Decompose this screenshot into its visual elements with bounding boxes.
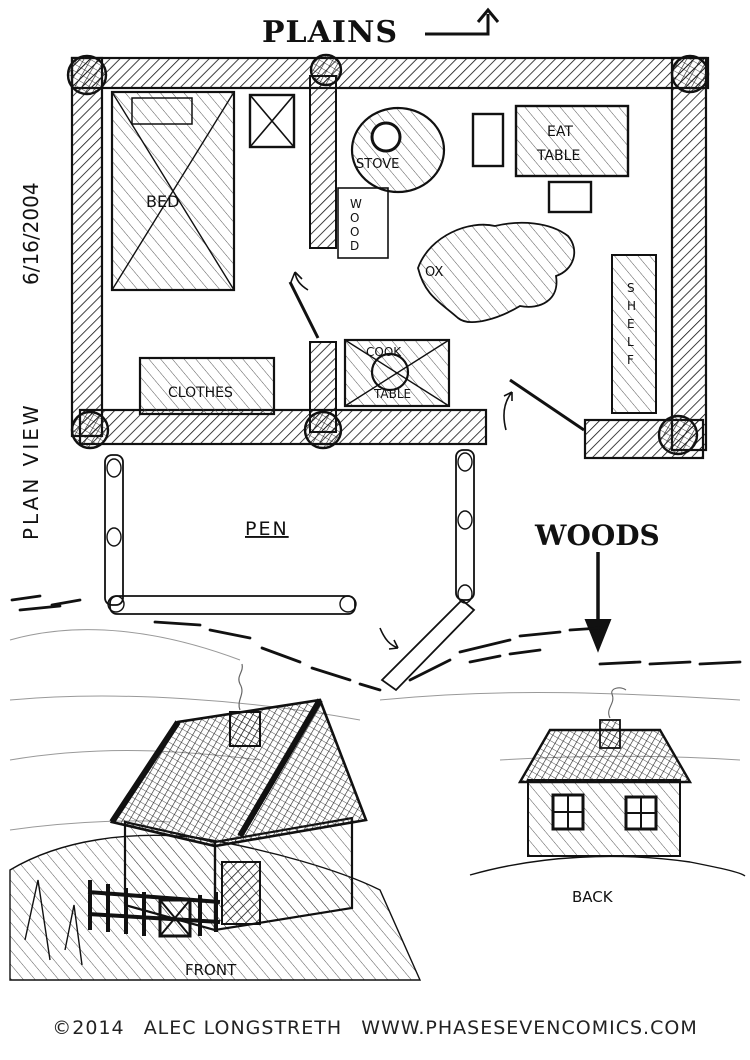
heading-group: PLAINS bbox=[262, 7, 500, 50]
front-door bbox=[509, 378, 585, 432]
front-fence bbox=[87, 880, 221, 936]
front-cabin-drawing: FRONT bbox=[9, 663, 422, 981]
post bbox=[106, 458, 122, 478]
door-swing-arrow-icon bbox=[290, 271, 309, 291]
interior-wall bbox=[309, 75, 337, 249]
corner-log bbox=[70, 410, 110, 450]
eat-table-label-2: TABLE bbox=[536, 148, 580, 164]
window-mullion bbox=[626, 797, 656, 829]
north-wall bbox=[70, 56, 710, 90]
website-link[interactable]: WWW.PHASESEVENCOMICS.COM bbox=[361, 1017, 698, 1039]
corner-log bbox=[66, 54, 108, 96]
trail-path bbox=[18, 604, 742, 666]
eat-table-label-1: EAT bbox=[547, 124, 573, 140]
author-name: ALEC LONGSTRETH bbox=[143, 1017, 343, 1039]
eat-table bbox=[514, 104, 630, 178]
door-swing-arrow-icon bbox=[503, 391, 513, 431]
pine-tree bbox=[24, 879, 83, 966]
hills bbox=[9, 629, 741, 831]
wood-pile bbox=[337, 187, 389, 259]
gate bbox=[380, 598, 476, 692]
smoke bbox=[238, 663, 243, 711]
chest bbox=[248, 93, 296, 149]
window-mullion bbox=[553, 795, 583, 829]
wood-letter: O bbox=[350, 225, 359, 239]
back-label: BACK bbox=[572, 888, 614, 906]
woods-arrowhead-icon bbox=[584, 619, 612, 653]
fence-rail bbox=[104, 454, 124, 606]
wood-letter: O bbox=[350, 211, 359, 225]
bed-label: BED bbox=[146, 192, 179, 211]
pot bbox=[370, 352, 410, 392]
shelf-letter: L bbox=[627, 335, 634, 349]
front-label: FRONT bbox=[185, 961, 237, 979]
post bbox=[339, 595, 357, 613]
fence-rail bbox=[455, 449, 475, 601]
wood-letter: D bbox=[350, 239, 359, 253]
roof-beam bbox=[109, 698, 323, 838]
corner-log bbox=[309, 53, 343, 87]
pen-fence: PEN bbox=[104, 449, 476, 692]
corner-log bbox=[657, 414, 699, 456]
shelf-letter: H bbox=[627, 299, 636, 313]
woods-marker: WOODS bbox=[534, 519, 660, 653]
post bbox=[106, 527, 122, 547]
plains-heading: PLAINS bbox=[262, 15, 398, 50]
date-label: 6/16/2004 bbox=[19, 182, 43, 285]
trail-path bbox=[10, 594, 602, 692]
stove-label: STOVE bbox=[356, 157, 399, 172]
cook-table-cross bbox=[344, 339, 450, 407]
clothes-chest bbox=[138, 356, 276, 416]
chest-cross bbox=[249, 94, 295, 148]
clothes-label: CLOTHES bbox=[168, 385, 233, 401]
pillow bbox=[131, 97, 193, 125]
plains-arrow-icon bbox=[425, 7, 500, 36]
fence-rail bbox=[109, 595, 356, 615]
stool bbox=[547, 180, 593, 214]
front-cabin-door bbox=[221, 861, 261, 925]
gate-cross bbox=[159, 899, 191, 937]
cook-table-label-2: TABLE bbox=[373, 387, 411, 401]
shelf-letter: S bbox=[627, 281, 635, 295]
wood-letter: W bbox=[350, 197, 362, 211]
chimney bbox=[229, 711, 261, 747]
shelf-letter: F bbox=[627, 353, 634, 367]
stool bbox=[471, 112, 505, 168]
copyright: ©2014 bbox=[52, 1017, 125, 1039]
shelf bbox=[611, 254, 657, 414]
bed-cross bbox=[111, 91, 235, 291]
interior-door bbox=[288, 281, 320, 339]
corner-log bbox=[303, 410, 343, 450]
pen-label: PEN bbox=[245, 518, 289, 540]
corner-log bbox=[670, 54, 710, 94]
south-wall bbox=[78, 408, 488, 446]
back-chimney bbox=[599, 719, 621, 749]
front-gate bbox=[158, 898, 192, 938]
woods-label: WOODS bbox=[534, 519, 660, 552]
back-hill bbox=[469, 855, 746, 877]
back-cabin-roof bbox=[517, 728, 693, 784]
ox-label: OX bbox=[425, 265, 443, 280]
post bbox=[457, 452, 473, 472]
stove bbox=[370, 121, 402, 153]
post bbox=[457, 510, 473, 530]
shelf-letter: E bbox=[627, 317, 635, 331]
back-cabin-drawing: BACK bbox=[469, 687, 746, 906]
cook-table-label-1: COOK bbox=[366, 345, 402, 359]
plan-view-label: PLAN VIEW bbox=[19, 402, 43, 540]
gate-swing-arrow-icon bbox=[379, 627, 399, 650]
ox-hide-rug bbox=[417, 221, 576, 323]
east-wall bbox=[670, 56, 708, 452]
west-wall bbox=[70, 56, 104, 438]
back-smoke bbox=[608, 687, 627, 719]
stove-rug bbox=[350, 106, 446, 194]
footer: ©2014 ALEC LONGSTRETH WWW.PHASESEVENCOMI… bbox=[0, 1017, 750, 1047]
post bbox=[107, 595, 125, 613]
floor-plan: BED STOVE W O O D EAT TABLE OX S H E L F bbox=[66, 53, 710, 460]
